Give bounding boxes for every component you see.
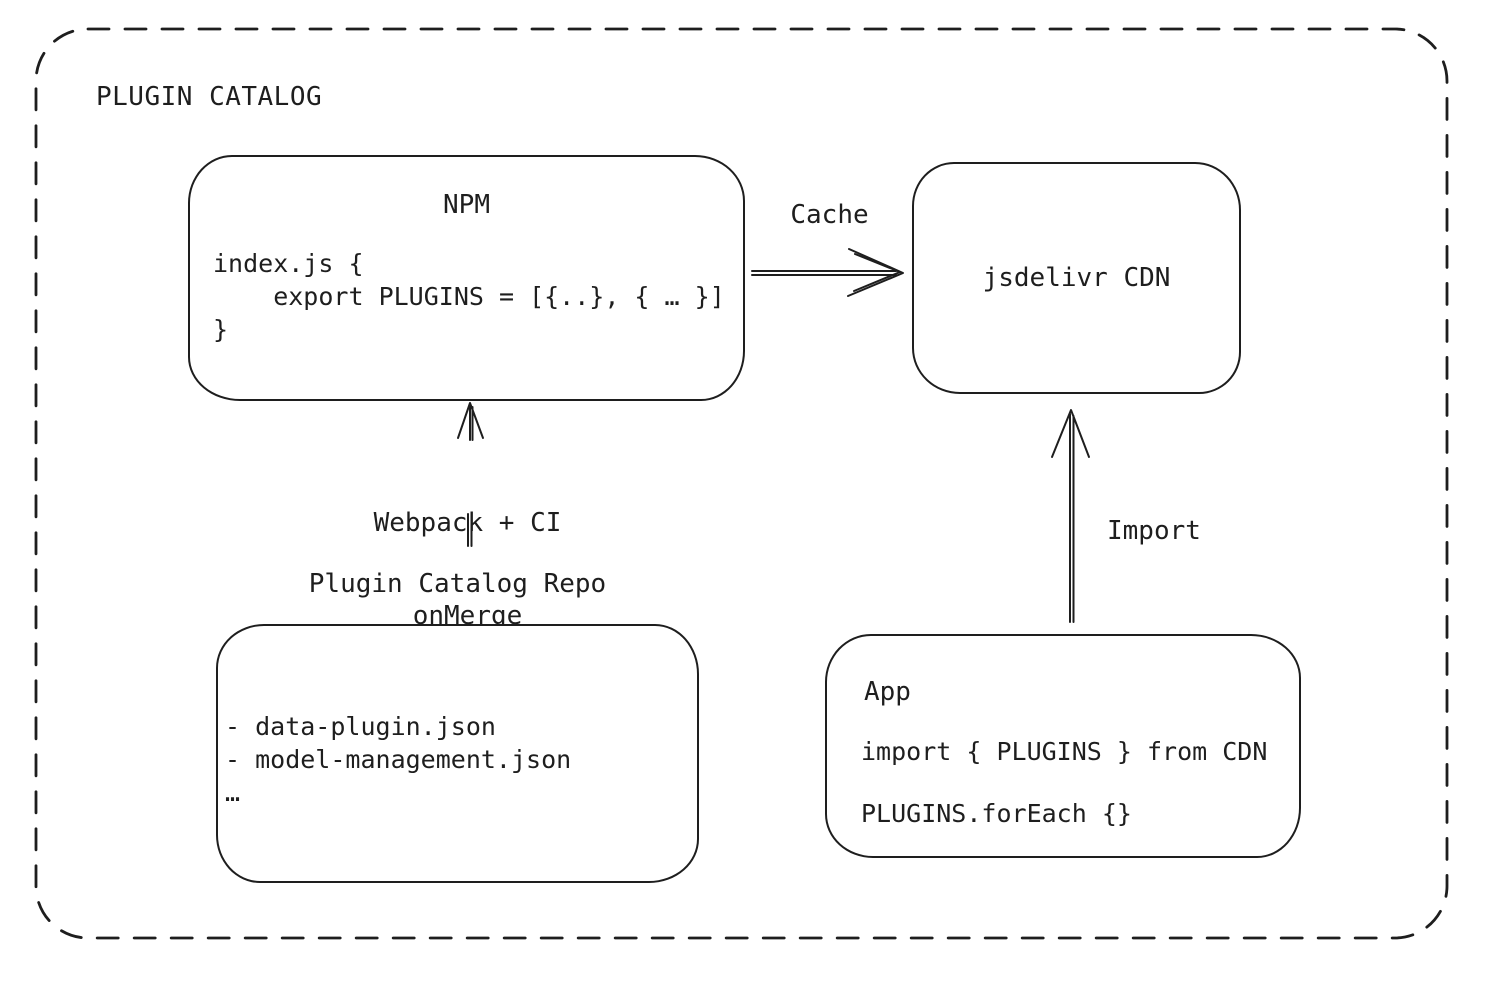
npm-node-title: NPM [443,190,490,220]
repo-file-item: … [225,778,241,807]
app-node-title: App [864,677,911,707]
import-edge-label: Import [1107,516,1201,546]
app-code-line: PLUGINS.forEach {} [861,799,1132,828]
cdn-node-label: jsdelivr CDN [982,263,1171,293]
npm-node: NPM index.js { export PLUGINS = [{..}, {… [188,155,745,401]
npm-code-line: export PLUGINS = [{..}, { … }] [213,282,725,311]
app-code-line: import { PLUGINS } from CDN [861,737,1268,766]
repo-node-title: Plugin Catalog Repo [308,569,607,599]
cdn-node: jsdelivr CDN [912,162,1241,394]
repo-node: - data-plugin.json - model-management.js… [216,624,699,883]
diagram-title: PLUGIN CATALOG [96,82,323,112]
repo-file-item: - model-management.json [225,745,572,774]
cache-edge-label: Cache [790,200,869,230]
build-edge-label-line: Webpack + CI [373,508,562,538]
npm-code-line: index.js { [213,249,364,278]
npm-code-line: } [213,315,229,344]
import-arrow [1051,409,1090,623]
repo-file-item: - data-plugin.json [225,712,496,741]
cache-arrow [751,248,904,297]
app-node: App import { PLUGINS } from CDN PLUGINS.… [825,634,1301,858]
build-arrow [457,402,484,441]
